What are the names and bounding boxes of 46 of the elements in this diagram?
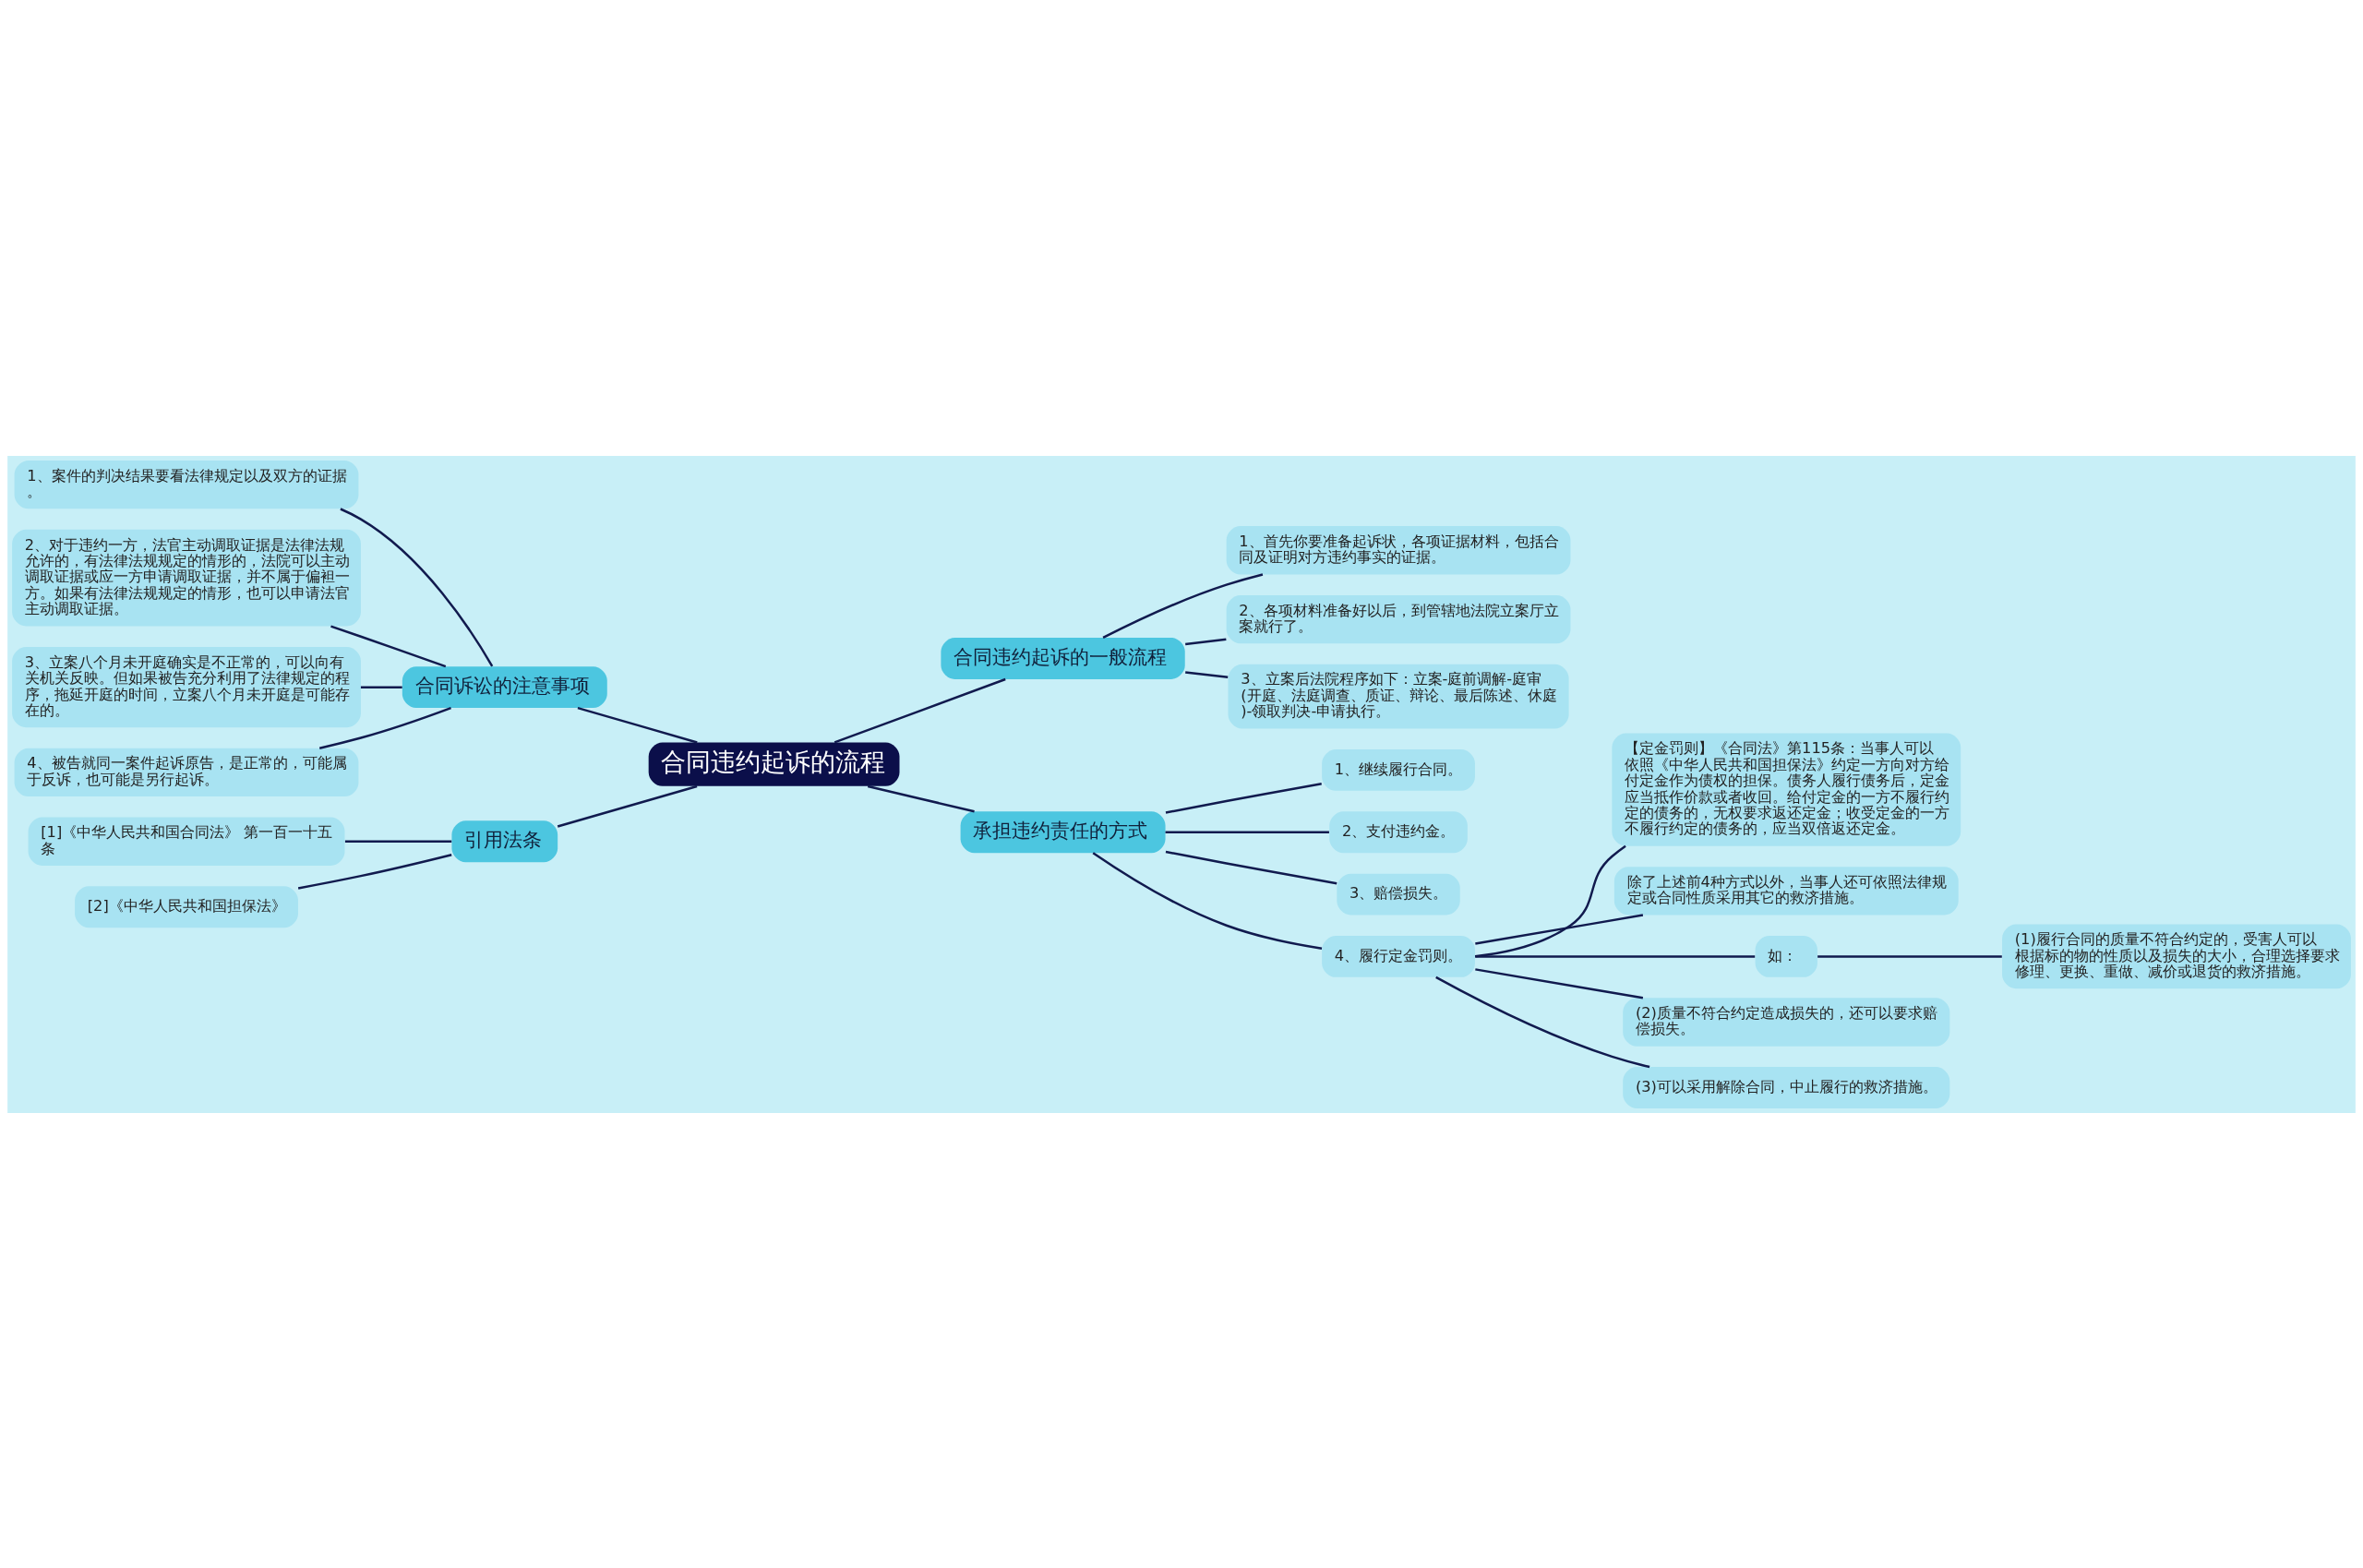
connector [297,853,452,890]
node-box: 3、赔偿损失。 [1337,873,1460,916]
node-box: (1)履行合同的质量不符合约定的，受害人可以根据标的物的性质以及损失的大小，合理选择要求修理、更换、重做、减价或退货的救济措施。 [2002,924,2351,988]
node-box: (2)质量不符合约定造成损失的，还可以要求赔偿损失。 [1623,997,1950,1047]
node-box: 1、继续履行合同。 [1322,748,1475,791]
connector [577,706,698,744]
node-box: 合同诉讼的注意事项 [402,665,607,708]
node-box: 2、各项材料准备好以后，到管辖地法院立案厅立案就行了。 [1226,594,1571,643]
connector [1475,967,1644,999]
connector [1185,638,1227,645]
connector [557,784,698,828]
node-box: 如： [1755,935,1817,977]
connector [1165,850,1337,885]
node-box: 承担违约责任的方式 [960,810,1166,853]
node-box: 除了上述前4种方式以外，当事人还可依照法律规定或合同性质采用其它的救济措施。 [1613,866,1959,916]
connector [834,677,1006,744]
connector [1102,572,1264,639]
connector [1475,954,1756,958]
node-box: 合同违约起诉的流程 [648,742,900,786]
node-box: [2]《中华人民共和国担保法》 [75,885,298,928]
connector [1092,851,1323,950]
node-box: [1]《中华人民共和国合同法》 第一百一十五条 [28,817,345,866]
connector [1435,976,1650,1068]
connector [1165,831,1329,833]
node-box: 1、案件的判决结果要看法律规定以及双方的证据。 [14,460,359,509]
connector [360,685,402,688]
connector [867,784,975,812]
connector [330,624,447,667]
connector [344,839,452,843]
node-box: 3、立案后法院程序如下：立案-庭前调解-庭审(开庭、法庭调查、质证、辩论、最后陈述、休庭)-领取判决-申请执行。 [1228,664,1569,728]
connector [1475,913,1644,945]
connector [340,507,494,667]
node-box: 2、对于违约一方，法官主动调取证据是法律法规允许的，有法律法规规定的情形的，法院可以主动调取证据或应一方申请调取证据，并不属于偏袒一方。如果有法律法规规定的情形，也可以申请法官主动调取证据。 [12,529,361,627]
node-box: 引用法条 [451,820,558,862]
node-box: 1、首先你要准备起诉状，各项证据材料，包括合同及证明对方违约事实的证据。 [1226,525,1571,574]
node-box: 4、履行定金罚则。 [1322,935,1475,977]
node-box: 2、支付违约金。 [1329,810,1468,853]
connector [1185,670,1229,678]
node-box: 合同违约起诉的一般流程 [941,637,1185,679]
connector [1165,782,1322,814]
node-box: 【定金罚则】《合同法》第115条：当事人可以依照《中华人民共和国担保法》约定一方向对方给付定金作为债权的担保。债务人履行债务后，定金应当抵作价款或者收回。给付定金的一方不履行约定的债务的，无权要求返还定金；收受定金的一方不履行约定的债务的，应当双倍返还定金。 [1612,733,1961,846]
node-box: (3)可以采用解除合同，中止履行的救济措施。 [1623,1066,1950,1108]
node-box: 4、被告就同一案件起诉原告，是正常的，可能属于反诉，也可能是另行起诉。 [14,748,359,796]
connector [1817,954,2002,958]
node-box: 3、立案八个月未开庭确实是不正常的，可以向有关机关反映。但如果被告充分利用了法律规定的程序，拖延开庭的时间，立案八个月未开庭是可能存在的。 [12,646,361,727]
connector [318,706,451,749]
